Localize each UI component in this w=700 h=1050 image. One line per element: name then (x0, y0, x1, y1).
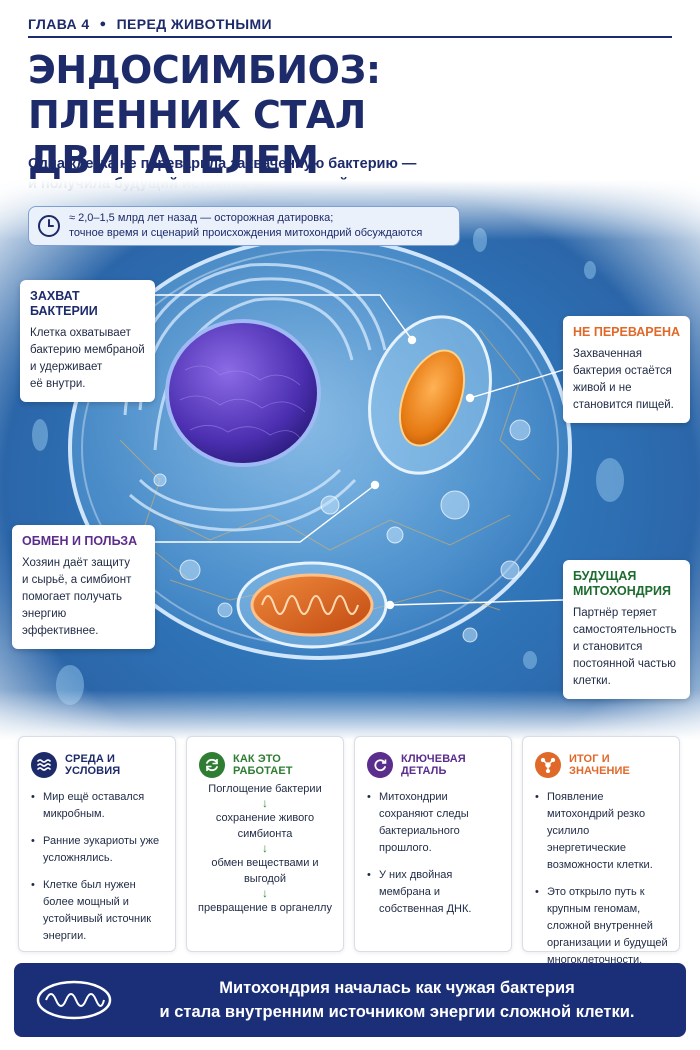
card-outcome: ИТОГ И ЗНАЧЕНИЕ Появление митохондрий ре… (522, 736, 680, 966)
flow-step: сохранение живого симбионта (215, 812, 315, 840)
list-item: Клетке был нужен более мощный и устойчив… (31, 877, 167, 945)
list-item: Митохондрии сохраняют следы бактериально… (367, 789, 503, 857)
title-line-1: ЭНДОСИМБИОЗ: (28, 48, 381, 92)
callout-connectors (155, 294, 564, 610)
flow-step: превращение в органеллу (198, 902, 332, 914)
footer-banner: Митохондрия началась как чужая бактерия … (14, 963, 686, 1037)
callout-capture-line: Клетка охватывает (30, 327, 131, 339)
section-label: ПЕРЕД ЖИВОТНЫМИ (116, 16, 272, 32)
card-how-title: КАК ЭТО РАБОТАЕТ (233, 753, 293, 777)
footer-line-2: и стала внутренним источником энергии сл… (159, 1003, 635, 1021)
callout-capture-line: её внутри. (30, 378, 86, 390)
mitochondrion (250, 573, 374, 637)
callout-future-title-line: МИТОХОНДРИЯ (573, 584, 671, 598)
callout-capture-line: и удерживает (30, 361, 103, 373)
subtitle-line-1: Одна клетка не переварила захваченную ба… (28, 156, 417, 172)
callout-undigested: НЕ ПЕРЕВАРЕНА Захваченная бактерия остаё… (563, 316, 690, 423)
title-line-2: ПЛЕННИК СТАЛ ДВИГАТЕЛЕМ (28, 93, 366, 182)
card-how-it-works: КАК ЭТО РАБОТАЕТ Поглощение бактерии ↓ с… (186, 736, 344, 952)
separator-dot: ● (99, 18, 107, 30)
clock-icon (38, 215, 60, 237)
callout-exchange-line: Хозяин даёт защиту (22, 557, 130, 569)
flow-step: обмен веществами и выгодой (211, 857, 319, 885)
card-key-detail: КЛЮЧЕВАЯ ДЕТАЛЬ Митохондрии сохраняют сл… (354, 736, 512, 952)
callout-future-line: клетки. (573, 675, 611, 687)
callout-exchange-line: помогает получать (22, 591, 122, 603)
callout-future-line: и становится (573, 641, 643, 653)
card-key-title: КЛЮЧЕВАЯ ДЕТАЛЬ (401, 753, 466, 777)
callout-capture: ЗАХВАТ БАКТЕРИИ Клетка охватывает бактер… (20, 280, 155, 402)
list-item: Мир ещё оставался микробным. (31, 789, 167, 823)
network-icon (535, 752, 561, 778)
card-outcome-title: ИТОГ И ЗНАЧЕНИЕ (569, 753, 630, 777)
callout-undigested-line: бактерия остаётся (573, 365, 672, 377)
arrow-down-icon: ↓ (262, 886, 268, 900)
callout-future-title-line: БУДУЩАЯ (573, 569, 637, 583)
captured-bacterium (398, 349, 466, 447)
list-item: Появление митохондрий резко усилило энер… (535, 789, 671, 874)
list-item: У них двойная мембрана и собственная ДНК… (367, 867, 503, 918)
list-item: Ранние эукариоты уже усложнялись. (31, 833, 167, 867)
card-environment-title: СРЕДА И УСЛОВИЯ (65, 753, 121, 777)
card-environment: СРЕДА И УСЛОВИЯ Мир ещё оставался микроб… (18, 736, 176, 952)
vesicles (153, 419, 531, 643)
nucleus (165, 319, 321, 467)
callout-capture-line: бактерию мембраной (30, 344, 145, 356)
callout-undigested-line: становится пищей. (573, 399, 674, 411)
callout-undigested-line: Захваченная (573, 348, 642, 360)
list-item: Это открыло путь к крупным геномам, слож… (535, 884, 671, 969)
callout-exchange: ОБМЕН И ПОЛЬЗА Хозяин даёт защиту и сырь… (12, 525, 155, 649)
callout-exchange-line: и сырьё, а симбионт (22, 574, 132, 586)
recycle-arrows-icon (199, 752, 225, 778)
dating-line-1: ≈ 2,0–1,5 млрд лет назад — осторожная да… (69, 212, 334, 224)
callout-future-line: Партнёр теряет (573, 607, 657, 619)
arrow-down-icon: ↓ (262, 841, 268, 855)
dating-line-2: точное время и сценарий происхождения ми… (69, 227, 423, 239)
waves-icon (31, 752, 57, 778)
callout-future-title: БУДУЩАЯ МИТОХОНДРИЯ (573, 569, 680, 599)
chapter-breadcrumb: ГЛАВА 4 ● ПЕРЕД ЖИВОТНЫМИ (28, 12, 672, 38)
process-flow: Поглощение бактерии ↓ сохранение живого … (195, 781, 335, 916)
callout-exchange-title: ОБМЕН И ПОЛЬЗА (22, 534, 138, 548)
footer-line-1: Митохондрия началась как чужая бактерия (219, 979, 575, 997)
callout-future-mitochondrion: БУДУЩАЯ МИТОХОНДРИЯ Партнёр теряет самос… (563, 560, 690, 699)
page-title: ЭНДОСИМБИОЗ: ПЛЕННИК СТАЛ ДВИГАТЕЛЕМ (28, 48, 628, 183)
callout-capture-title: ЗАХВАТ БАКТЕРИИ (30, 289, 98, 318)
chapter-label: ГЛАВА 4 (28, 16, 90, 32)
callout-future-line: самостоятельность (573, 624, 677, 636)
arrow-down-icon: ↓ (262, 796, 268, 810)
callout-undigested-line: живой и не (573, 382, 632, 394)
dating-box: ≈ 2,0–1,5 млрд лет назад — осторожная да… (28, 206, 460, 246)
flow-step: Поглощение бактерии (208, 783, 322, 795)
refresh-icon (367, 752, 393, 778)
cell-illustration (32, 228, 624, 705)
mitochondrion-icon (36, 980, 112, 1020)
callout-future-line: постоянной частью (573, 658, 676, 670)
callout-undigested-title: НЕ ПЕРЕВАРЕНА (573, 325, 680, 339)
callout-exchange-line: энергию эффективнее. (22, 608, 99, 637)
